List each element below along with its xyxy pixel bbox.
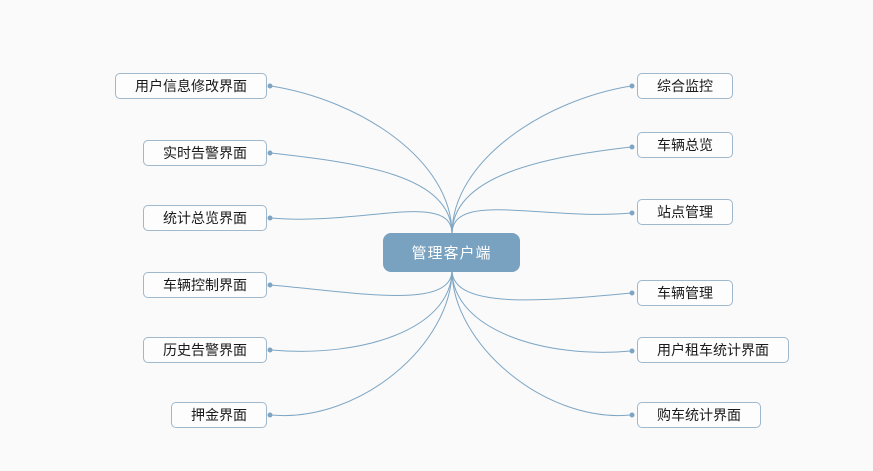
connector-line <box>451 85 632 235</box>
node-stats-overview[interactable]: 统计总览界面 <box>143 205 267 231</box>
connector-dot <box>629 83 635 89</box>
connector-line <box>270 152 453 235</box>
connector-dot <box>267 347 273 353</box>
connector-line <box>270 85 453 235</box>
connector-line <box>270 269 453 296</box>
connector-dot <box>267 412 273 418</box>
connector-dot <box>629 412 635 418</box>
connector-dot <box>629 210 635 216</box>
node-vehicle-control[interactable]: 车辆控制界面 <box>143 272 267 298</box>
connector-dot <box>267 83 273 89</box>
connector-dot <box>629 144 635 150</box>
connector-line <box>270 269 453 352</box>
connector-dot <box>267 150 273 156</box>
connector-line <box>270 269 453 417</box>
node-vehicle-management[interactable]: 车辆管理 <box>637 280 733 306</box>
connector-line <box>451 269 632 301</box>
node-deposit[interactable]: 押金界面 <box>171 402 267 428</box>
connector-line <box>451 269 632 353</box>
connector-line <box>451 146 632 235</box>
node-user-info-edit[interactable]: 用户信息修改界面 <box>115 73 267 99</box>
connector-line <box>451 209 632 235</box>
node-purchase-stats[interactable]: 购车统计界面 <box>637 402 761 428</box>
connector-dot <box>267 215 273 221</box>
node-comprehensive-monitoring[interactable]: 综合监控 <box>637 73 733 99</box>
connector-dot <box>629 290 635 296</box>
connector-line <box>451 269 632 417</box>
node-history-alarm[interactable]: 历史告警界面 <box>143 337 267 363</box>
node-realtime-alarm[interactable]: 实时告警界面 <box>143 140 267 166</box>
node-management-client[interactable]: 管理客户端 <box>383 233 520 272</box>
node-vehicle-overview[interactable]: 车辆总览 <box>637 132 733 158</box>
node-station-management[interactable]: 站点管理 <box>637 199 733 225</box>
connector-dot <box>629 348 635 354</box>
connector-line <box>270 211 453 235</box>
node-user-rental-stats[interactable]: 用户租车统计界面 <box>637 337 789 363</box>
connector-dot <box>267 282 273 288</box>
